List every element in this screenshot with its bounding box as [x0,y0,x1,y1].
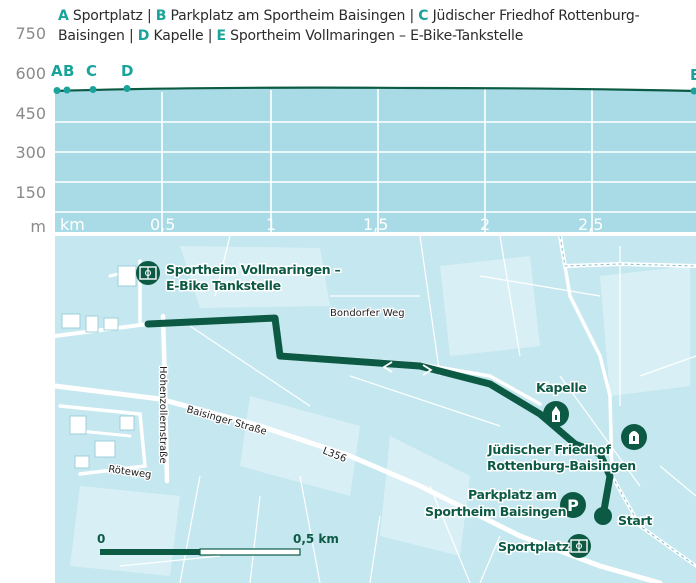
profile-grid [55,89,696,232]
marker-a [53,87,61,94]
x-tick-2-5: 2,5 [578,215,603,234]
poi-label-kapelle: Kapelle [536,380,587,395]
dashed-paths [559,236,696,567]
scale-bar: 0 0,5 km [97,532,339,556]
marker-label-e: E [690,66,696,84]
marker-e [690,87,696,95]
marker-d [123,85,131,92]
x-tick-1: 1 [266,215,276,234]
marker-label-a: A [51,62,63,80]
elevation-profile: A B C D E 750 600 450 300 150 m km 0,5 1… [0,0,696,240]
route-line [144,314,614,520]
road-east-2 [563,264,696,568]
elevation-area [55,87,696,232]
village-buildings [61,265,137,469]
y-tick-300: 300 [15,143,46,162]
poi-label-start: Start [618,513,652,528]
soccer-field-icon [136,261,160,285]
legend-letter-b: B [155,8,167,24]
legend-separator: | [146,8,152,24]
y-tick-150: 150 [15,183,46,202]
cemetery-icon [621,424,647,450]
x-tick-2: 2 [480,215,490,234]
marker-b [63,86,71,94]
road-roteweg-2 [78,429,132,438]
legend-separator: | [409,8,415,24]
road-hohenzollern [160,313,170,484]
profile-legend-line-1: A Sportplatz | B Parkplatz am Sportheim … [58,6,696,46]
scale-zero: 0 [97,532,105,546]
svg-text:P: P [567,496,579,515]
marker-c [89,86,97,93]
legend-name-b: Parkplatz am Sportheim Baisingen [170,8,406,24]
poi-label-sportplatz: Sportplatz [498,539,569,554]
legend-name-a: Sportplatz [72,8,143,24]
marker-label-d: D [121,62,133,80]
x-unit: km [60,215,85,234]
legend-letter-c: C [418,8,429,24]
poi-label-sportheim: E-Bike Tankstelle [166,278,281,293]
legend-letter-a: A [58,8,69,24]
road-label-hohenzollern: Hohenzollernstraße [157,366,168,464]
road-east [558,236,696,269]
legend-name-e: Sportheim Vollmaringen – E-Bike-Tankstel… [230,28,524,44]
road-label-bondorfer: Bondorfer Weg [330,308,405,319]
x-tick-1-5: 1,5 [363,215,388,234]
marker-label-b: B [63,62,74,80]
chapel-icon [543,401,569,427]
y-unit: m [30,217,46,236]
poi-label-friedhof: Jüdischer Friedhof [487,442,612,457]
legend-name-d: Kapelle [153,28,204,44]
road-village-1 [53,322,150,338]
direction-arrows [382,361,433,376]
y-tick-600: 600 [15,64,46,83]
marker-label-c: C [86,62,97,80]
start-point-icon [594,507,612,525]
road-roteweg [58,404,147,476]
elevation-line [54,86,696,93]
poi-label-parkplatz: Sportheim Baisingen [425,504,566,519]
legend-letter-e: E [216,28,227,44]
road-baisinger [52,383,663,583]
legend-name-c: Jüdischer Friedhof Rottenburg-Baisingen [58,8,640,44]
x-tick-0-5: 0,5 [150,215,175,234]
poi-label-sportheim: Sportheim Vollmaringen – [166,262,340,277]
field-boundaries [119,236,696,583]
legend-letter-d: D [137,28,150,44]
legend-separator: | [207,28,213,44]
parking-icon: P [560,492,586,518]
y-tick-750: 750 [15,24,46,43]
route-map: P Sportheim Vollmaringen – E-Bike Tankst… [0,236,696,583]
legend-separator: | [128,28,134,44]
y-tick-450: 450 [15,104,46,123]
poi-label-friedhof: Rottenburg-Baisingen [487,458,636,473]
scale-distance: 0,5 km [293,532,339,546]
field-patches [70,246,690,576]
poi-label-parkplatz: Parkplatz am [468,487,557,502]
soccer-field-icon [567,534,591,558]
